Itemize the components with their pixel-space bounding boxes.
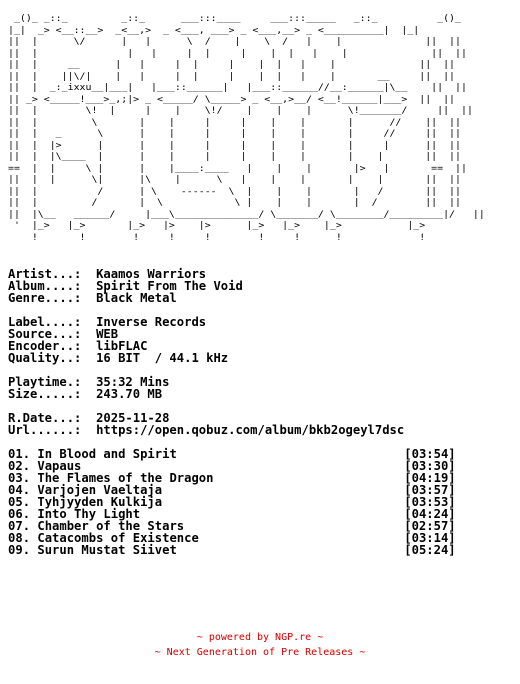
track-title: Into Thy Light bbox=[37, 507, 141, 521]
track-row: 03. The Flames of the Dragon [04:19] bbox=[8, 471, 456, 485]
info-key: Quality.. bbox=[8, 351, 75, 365]
track-row: 04. Varjojen Vaeltaja [03:57] bbox=[8, 483, 456, 497]
info-value: Black Metal bbox=[96, 291, 177, 305]
track-duration: 04:24 bbox=[411, 507, 449, 521]
track-number: 08 bbox=[8, 531, 23, 545]
release-info-block: Artist...: Kaamos Warriors Album....: Sp… bbox=[8, 267, 456, 557]
info-key: Label.... bbox=[8, 315, 75, 329]
info-key: Url...... bbox=[8, 423, 75, 437]
track-title: Chamber of the Stars bbox=[37, 519, 185, 533]
track-row: 09. Surun Mustat Siivet [05:24] bbox=[8, 543, 456, 557]
footer-tagline: ~ Next Generation of Pre Releases ~ bbox=[154, 647, 366, 658]
info-key: Album.... bbox=[8, 279, 75, 293]
track-duration: 03:53 bbox=[411, 495, 449, 509]
track-row: 02. Vapaus [03:30] bbox=[8, 459, 456, 473]
info-key: Playtime. bbox=[8, 375, 75, 389]
track-title: Tyhjyyden Kulkija bbox=[37, 495, 163, 509]
footer-powered-by: ~ powered by NGP.re ~ bbox=[196, 632, 324, 643]
track-title: Varjojen Vaeltaja bbox=[37, 483, 163, 497]
track-duration: 03:54 bbox=[411, 447, 449, 461]
track-number: 01 bbox=[8, 447, 23, 461]
track-number: 09 bbox=[8, 543, 23, 557]
track-duration: 04:19 bbox=[411, 471, 449, 485]
track-number: 03 bbox=[8, 471, 23, 485]
info-value: 35:32 Mins bbox=[96, 375, 170, 389]
info-value: Spirit From The Void bbox=[96, 279, 243, 293]
track-title: Vapaus bbox=[37, 459, 82, 473]
track-number: 05 bbox=[8, 495, 23, 509]
info-value: WEB bbox=[96, 327, 119, 341]
track-duration: 02:57 bbox=[411, 519, 449, 533]
track-row: 06. Into Thy Light [04:24] bbox=[8, 507, 456, 521]
track-title: In Blood and Spirit bbox=[37, 447, 177, 461]
info-key: Encoder.. bbox=[8, 339, 75, 353]
info-key: R.Date... bbox=[8, 411, 75, 425]
track-row: 05. Tyhjyyden Kulkija [03:53] bbox=[8, 495, 456, 509]
track-duration: 03:30 bbox=[411, 459, 449, 473]
nfo-document: _()_ _::_ _::_ ___:::____ ___:::_____ _:… bbox=[8, 14, 516, 556]
track-duration: 03:14 bbox=[411, 531, 449, 545]
info-key: Genre.... bbox=[8, 291, 75, 305]
track-number: 07 bbox=[8, 519, 23, 533]
track-title: Surun Mustat Siivet bbox=[37, 543, 177, 557]
info-value: Kaamos Warriors bbox=[96, 267, 207, 281]
track-number: 04 bbox=[8, 483, 23, 497]
track-row: 08. Catacombs of Existence [03:14] bbox=[8, 531, 456, 545]
track-number: 02 bbox=[8, 459, 23, 473]
track-number: 06 bbox=[8, 507, 23, 521]
info-value: 2025-11-28 bbox=[96, 411, 170, 425]
track-title: Catacombs of Existence bbox=[37, 531, 199, 545]
track-title: The Flames of the Dragon bbox=[37, 471, 214, 485]
track-row: 07. Chamber of the Stars [02:57] bbox=[8, 519, 456, 533]
ascii-art-logo: _()_ _::_ _::_ ___:::____ ___:::_____ _:… bbox=[8, 14, 485, 243]
info-key: Artist... bbox=[8, 267, 75, 281]
info-value: 243.70 MB bbox=[96, 387, 163, 401]
info-value: 16 BIT / 44.1 kHz bbox=[96, 351, 229, 365]
info-value: Inverse Records bbox=[96, 315, 207, 329]
info-key: Size..... bbox=[8, 387, 75, 401]
track-duration: 05:24 bbox=[411, 543, 449, 557]
info-value: https://open.qobuz.com/album/bkb2ogeyl7d… bbox=[96, 423, 405, 437]
track-row: 01. In Blood and Spirit [03:54] bbox=[8, 447, 456, 461]
track-duration: 03:57 bbox=[411, 483, 449, 497]
info-key: Source... bbox=[8, 327, 75, 341]
info-value: libFLAC bbox=[96, 339, 148, 353]
